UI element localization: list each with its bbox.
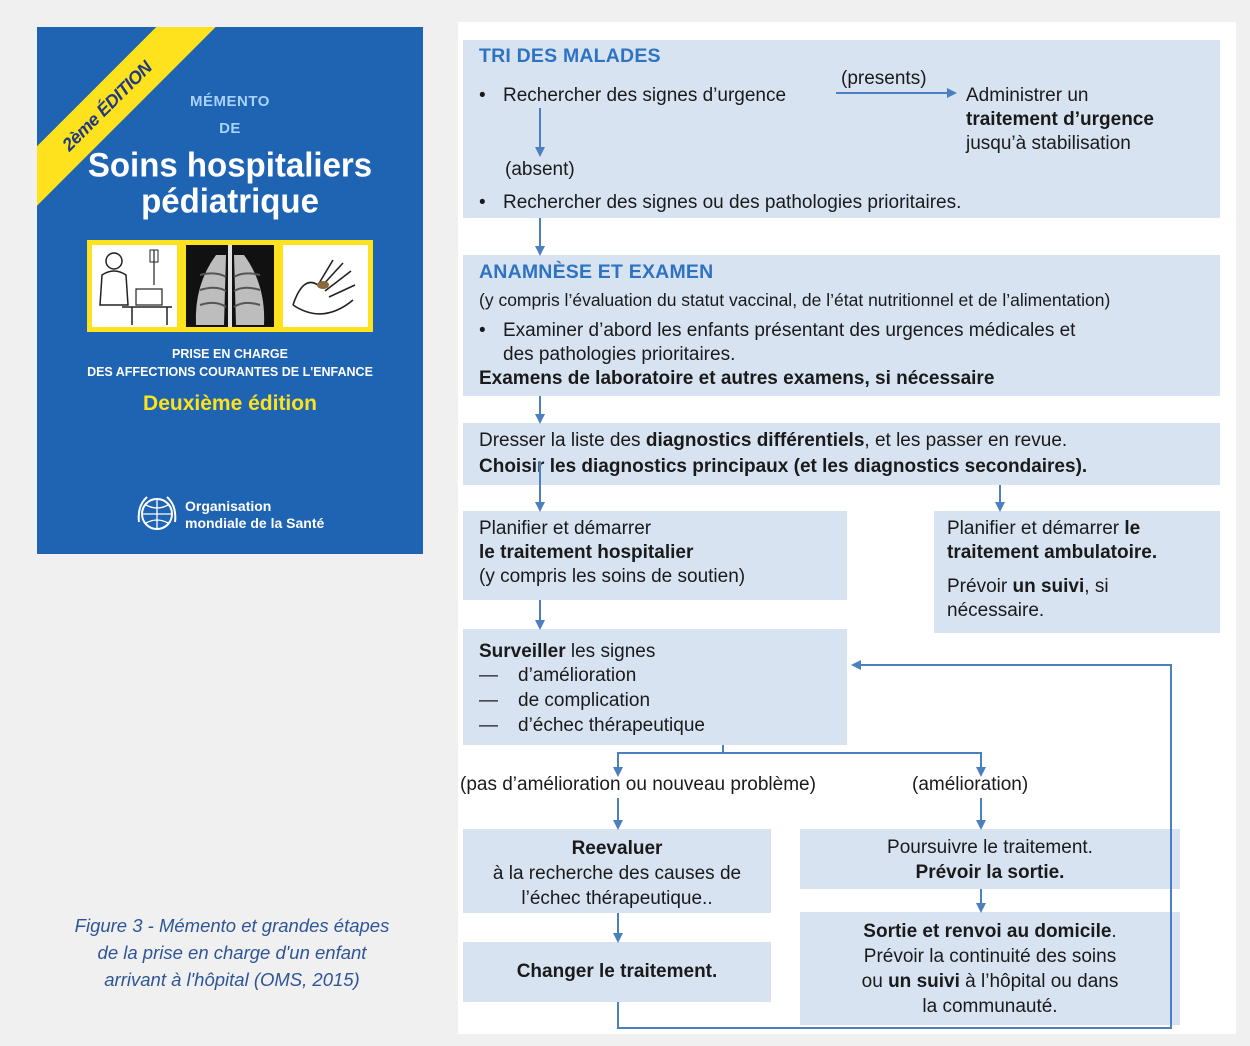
bullet-dot: • (479, 85, 486, 106)
nurse-illustration (92, 245, 177, 327)
reevaluate-line2: à la recherche des causes de (492, 863, 742, 884)
org-name-line1: Organisation (185, 498, 272, 514)
hospital-line3: (y compris les soins de soutien) (479, 566, 746, 587)
box-ambulatory-treatment: Planifier et démarrer le traitement ambu… (934, 511, 1220, 633)
discharge-line2: Prévoir la continuité des soins (863, 946, 1117, 967)
hospital-line1: Planifier et démarrer (479, 518, 652, 539)
triage-heading: TRI DES MALADES (479, 45, 661, 67)
admin-line3: jusqu’à stabilisation (966, 133, 1131, 154)
bullet-dot: • (479, 320, 486, 341)
cover-edition: Deuxième édition (143, 392, 317, 415)
ambulatory-line3: Prévoir un suivi, si (947, 576, 1109, 597)
labs-text: Examens de laboratoire et autres examens… (479, 368, 995, 389)
box-hospital-treatment: Planifier et démarrer le traitement hosp… (463, 511, 847, 600)
dash: — (479, 665, 498, 686)
cover-illustration (87, 240, 373, 332)
box-reevaluate: Reevaluer à la recherche des causes de l… (463, 829, 771, 913)
xray-illustration (186, 245, 274, 327)
discharge-line1: Sortie et renvoi au domicile. (863, 921, 1117, 942)
branch-label-no-improvement: (pas d’amélioration ou nouveau problème) (460, 774, 816, 795)
caption-line1: Figure 3 - Mémento et grandes étapes (74, 915, 390, 936)
history-note: (y compris l’évaluation du statut vaccin… (479, 290, 1111, 310)
reevaluate-line3: l’échec thérapeutique.. (521, 888, 713, 909)
admin-line2: traitement d’urgence (966, 109, 1154, 130)
who-emblem-icon (137, 496, 177, 530)
box-history-exam: ANAMNÈSE ET EXAMEN (y compris l’évaluati… (463, 255, 1220, 396)
ambulatory-line4: nécessaire. (947, 600, 1045, 621)
caption-line3: arrivant à l'hôpital (OMS, 2015) (104, 969, 360, 990)
dash: — (479, 690, 498, 711)
label-absent: (absent) (505, 159, 575, 180)
ambulatory-line1: Planifier et démarrer le (947, 518, 1141, 539)
cover-de: DE (219, 120, 241, 137)
monitor-item1: d’amélioration (518, 665, 637, 686)
hospital-line2: le traitement hospitalier (479, 542, 694, 563)
branch-split-line (617, 745, 982, 770)
who-logo-block: Organisation mondiale de la Santé (135, 492, 375, 542)
caption-line2: de la prise en charge d'un enfant (97, 942, 367, 963)
bullet-dot: • (479, 192, 486, 213)
figure-caption: Figure 3 - Mémento et grandes étapes de … (42, 912, 422, 993)
box-diagnostics: Dresser la liste des diagnostics différe… (463, 423, 1220, 485)
dash: — (479, 715, 498, 736)
book-cover: 2ème ÉDITION MÉMENTO DE Soins hospitalie… (37, 27, 423, 554)
box-change-treatment: Changer le traitement. (463, 942, 771, 1002)
continue-line2: Prévoir la sortie. (915, 862, 1065, 883)
box-continue-treatment: Poursuivre le traitement. Prévoir la sor… (800, 829, 1180, 889)
branch-label-improvement: (amélioration) (912, 774, 1029, 795)
cover-subtitle-line2: DES AFFECTIONS COURANTES DE L'ENFANCE (87, 365, 373, 379)
cover-title-line2: pédiatrique (141, 181, 319, 220)
flowchart: TRI DES MALADES • Rechercher des signes … (458, 22, 1236, 1034)
loop-back-line (617, 660, 1172, 1029)
cover-memento: MÉMENTO (190, 93, 270, 110)
history-bullet-line2: des pathologies prioritaires. (503, 344, 736, 365)
monitor-item2: de complication (518, 690, 651, 711)
org-name-line2: mondiale de la Santé (185, 515, 325, 531)
triage-bullet1: Rechercher des signes d’urgence (503, 85, 787, 106)
flow-arrows (535, 88, 1172, 1029)
diagnostics-line1: Dresser la liste des diagnostics différe… (479, 430, 1068, 451)
history-heading: ANAMNÈSE ET EXAMEN (479, 261, 714, 283)
cover-subtitle-line1: PRISE EN CHARGE (172, 347, 288, 361)
continue-line1: Poursuivre le traitement. (887, 837, 1093, 858)
diagnostics-line2: Choisir les diagnostics principaux (et l… (479, 456, 1088, 477)
history-bullet-line1: Examiner d’abord les enfants présentant … (503, 320, 1076, 341)
discharge-line3: ou un suivi à l’hôpital ou dans (861, 971, 1119, 992)
box-triage: TRI DES MALADES • Rechercher des signes … (463, 40, 1220, 218)
cover-title-line1: Soins hospitaliers (87, 145, 373, 184)
discharge-line4: la communauté. (922, 996, 1058, 1017)
monitor-line1: Surveiller les signes (479, 641, 656, 662)
triage-bullet2: Rechercher des signes ou des pathologies… (503, 192, 962, 213)
box-discharge: Sortie et renvoi au domicile. Prévoir la… (800, 912, 1180, 1025)
monitor-item3: d’échec thérapeutique (518, 715, 705, 736)
change-text: Changer le traitement. (516, 961, 718, 982)
label-presents: (presents) (841, 68, 927, 89)
admin-line1: Administrer un (966, 85, 1089, 106)
box-monitor: Surveiller les signes — d’amélioration —… (463, 629, 847, 745)
reevaluate-line1: Reevaluer (571, 838, 663, 859)
hand-illustration (283, 245, 368, 327)
ambulatory-line2: traitement ambulatoire. (947, 542, 1158, 563)
